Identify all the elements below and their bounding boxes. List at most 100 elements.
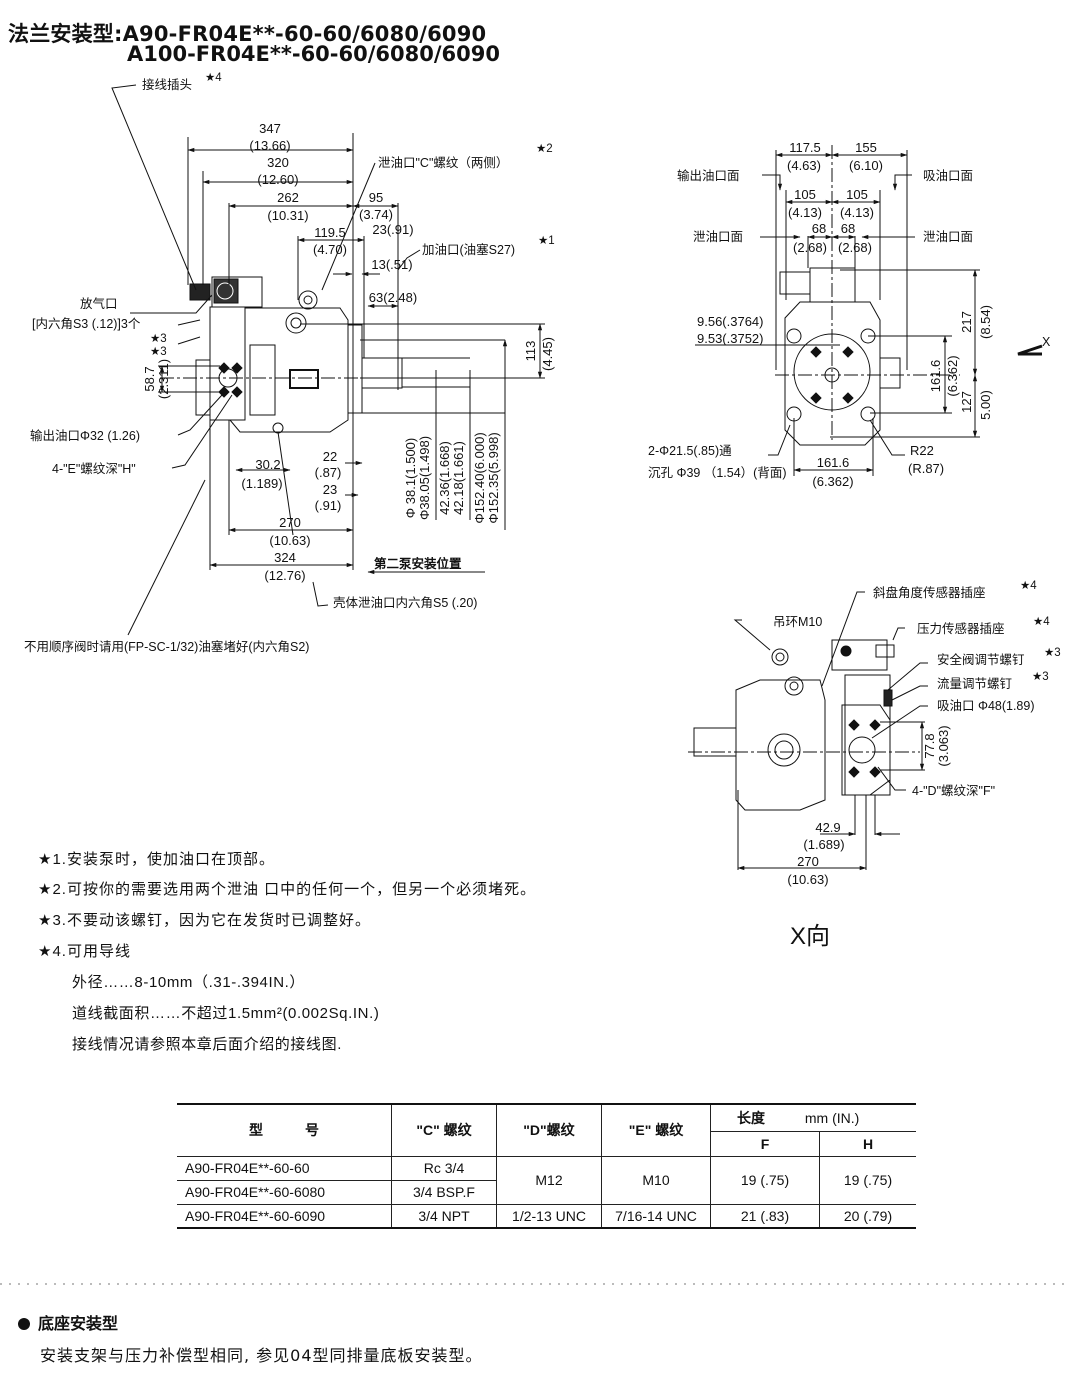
dim-30: 30.2 bbox=[255, 457, 280, 472]
x-arrow-label: X bbox=[1042, 335, 1051, 349]
swash-sensor-star: ★4 bbox=[1020, 580, 1037, 592]
dim-shaft-max: Φ 38.1(1.500) bbox=[403, 438, 418, 518]
row2-c-thread: 3/4 BSP.F bbox=[391, 1179, 497, 1205]
dim-key-min: 42.18(1.661) bbox=[451, 441, 466, 515]
dim-23b-in: (.91) bbox=[315, 498, 342, 513]
dim-217: 217 bbox=[959, 311, 974, 333]
dim-23b: 23 bbox=[323, 482, 337, 497]
dim-22: 22 bbox=[323, 449, 337, 464]
dim-161h: 161.6 bbox=[817, 455, 850, 470]
wire-note-diameter: 外径……8-10mm（.31-.394IN.） bbox=[72, 974, 305, 991]
dim-270x: 270 bbox=[797, 854, 819, 869]
header-h: H bbox=[819, 1130, 916, 1157]
header-length: 长度 mm (IN.) bbox=[710, 1103, 916, 1132]
dim-270-in: (10.63) bbox=[269, 533, 310, 548]
dim-22-in: (.87) bbox=[315, 465, 342, 480]
dim-347-in: (13.66) bbox=[249, 138, 290, 153]
dim-347: 347 bbox=[259, 121, 281, 136]
note-2: ★2.可按你的需要选用两个泄油 口中的任何一个，但另一个必须堵死。 bbox=[38, 881, 536, 898]
header-e-thread: "E" 螺纹 bbox=[601, 1103, 711, 1157]
note-1: ★1.安装泵时，使加油口在顶部。 bbox=[38, 851, 275, 868]
air-vent-label: 放气口 bbox=[80, 296, 118, 311]
dim-68a-in: (2.68) bbox=[793, 240, 827, 255]
dim-217-in: (8.54) bbox=[978, 305, 993, 339]
row3-d-thread: 1/2-13 UNC bbox=[496, 1203, 602, 1229]
dim-95: 95 bbox=[369, 190, 383, 205]
counterbore-label: 沉孔 Φ39 （1.54）(背面) bbox=[648, 466, 786, 480]
dim-320: 320 bbox=[267, 155, 289, 170]
page-title: 法兰安装型:A90-FR04E**-60-60/6080/6090 bbox=[8, 22, 487, 46]
holes-label: 2-Φ21.5(.85)通 bbox=[648, 444, 732, 458]
page-subtitle: A100-FR04E**-60-60/6080/6090 bbox=[127, 42, 500, 66]
flow-adjust-star: ★3 bbox=[1032, 671, 1049, 683]
footer-heading: 底座安装型 bbox=[18, 1310, 118, 1334]
dim-161h-in: (6.362) bbox=[812, 474, 853, 489]
footer-text: 安装支架与压力补偿型相同, 参见04型同排量底板安装型。 bbox=[40, 1346, 483, 1365]
pressure-sensor-star: ★4 bbox=[1033, 616, 1050, 628]
note-4: ★4.可用导线 bbox=[38, 943, 131, 960]
wire-note-area: 道线截面积……不超过1.5mm²(0.002Sq.IN.) bbox=[72, 1005, 379, 1022]
front-view-outline bbox=[775, 145, 960, 446]
header-unit: mm (IN.) bbox=[804, 1109, 860, 1126]
footer-heading-text: 底座安装型 bbox=[38, 1314, 119, 1333]
dim-113-in: (4.45) bbox=[540, 337, 555, 371]
row1-c-thread: Rc 3/4 bbox=[391, 1155, 497, 1181]
dim-270: 270 bbox=[279, 515, 301, 530]
row3-f: 21 (.83) bbox=[710, 1203, 820, 1229]
bullet-icon bbox=[18, 1318, 30, 1330]
dim-127-in: 5.00) bbox=[978, 390, 993, 420]
air-vent-hex-label: [内六角S3 (.12)]3个 bbox=[32, 317, 141, 331]
fill-port-label: 加油口(油塞S27) bbox=[422, 242, 515, 257]
eye-bolt-label: 吊环M10 bbox=[773, 615, 822, 629]
second-pump-label: 第二泵安装位置 bbox=[374, 556, 462, 571]
front-view-dimension-lines bbox=[695, 150, 1043, 476]
thread-spec-table: 型 号 "C" 螺纹 "D"螺纹 "E" 螺纹 长度 mm (IN.) F H … bbox=[177, 1103, 916, 1229]
dim-105b-in: (4.13) bbox=[840, 205, 874, 220]
dim-77: 77.8 bbox=[922, 733, 937, 758]
flow-adjust-label: 流量调节螺钉 bbox=[937, 677, 1013, 691]
dim-key-max: 42.36(1.668) bbox=[437, 441, 452, 515]
side-view-dimension-lines bbox=[111, 84, 545, 636]
dim-pilot-max: Φ152.40(6.000) bbox=[472, 432, 487, 523]
table-row: A90-FR04E**-60-6090 3/4 NPT 1/2-13 UNC 7… bbox=[177, 1203, 916, 1229]
connector-star: ★4 bbox=[205, 72, 222, 84]
dim-105a-in: (4.13) bbox=[788, 205, 822, 220]
drain-face-left-label: 泄油口面 bbox=[693, 230, 743, 244]
row3-model: A90-FR04E**-60-6090 bbox=[177, 1203, 392, 1229]
dim-key-width-min: 9.53(.3752) bbox=[697, 331, 764, 346]
wire-note-reference: 接线情况请参照本章后面介绍的接线图. bbox=[72, 1035, 342, 1053]
header-d-thread: "D"螺纹 bbox=[496, 1103, 602, 1157]
dim-68b-in: (2.68) bbox=[838, 240, 872, 255]
safety-valve-star: ★3 bbox=[1044, 647, 1061, 659]
header-f: F bbox=[710, 1130, 820, 1157]
note-3: ★3.不要动该螺钉，因为它在发货时已调整好。 bbox=[38, 911, 371, 929]
dim-shaft-min: Φ38.05(1.498) bbox=[417, 436, 432, 520]
dim-68a: 68 bbox=[812, 221, 826, 236]
fill-port-star: ★1 bbox=[538, 235, 555, 247]
outlet-label: 输出油口Φ32 (1.26) bbox=[30, 428, 140, 443]
dim-105b: 105 bbox=[846, 187, 868, 202]
r22-label: R22 bbox=[910, 443, 934, 458]
dim-42-in: (1.689) bbox=[803, 837, 844, 852]
dim-155-in: (6.10) bbox=[849, 158, 883, 173]
drain-face-right-label: 泄油口面 bbox=[923, 230, 973, 244]
header-model: 型 号 bbox=[177, 1103, 392, 1157]
x-view-outline bbox=[688, 639, 920, 811]
row3-c-thread: 3/4 NPT bbox=[391, 1203, 497, 1229]
drain-c-star: ★2 bbox=[536, 143, 553, 155]
dim-320-in: (12.60) bbox=[257, 172, 298, 187]
connector-label: 接线插头 bbox=[142, 77, 192, 92]
merged-d-thread: M12 bbox=[496, 1155, 602, 1205]
dim-155: 155 bbox=[855, 140, 877, 155]
table-row: A90-FR04E**-60-60 Rc 3/4 M12 M10 19 (.75… bbox=[177, 1155, 916, 1205]
star3-a: ★3 bbox=[150, 333, 167, 345]
drain-c-label: 泄油口"C"螺纹（两侧） bbox=[378, 156, 508, 170]
dim-58-in: (2.311) bbox=[156, 359, 171, 399]
dim-161v: 161.6 bbox=[928, 360, 943, 393]
dim-77-in: (3.063) bbox=[936, 725, 951, 766]
dim-23a: 23(.91) bbox=[372, 222, 413, 237]
dim-68b: 68 bbox=[841, 221, 855, 236]
suction-label: 吸油口 Φ48(1.89) bbox=[937, 699, 1035, 713]
dim-324: 324 bbox=[274, 550, 296, 565]
header-c-thread: "C" 螺纹 bbox=[391, 1103, 497, 1157]
